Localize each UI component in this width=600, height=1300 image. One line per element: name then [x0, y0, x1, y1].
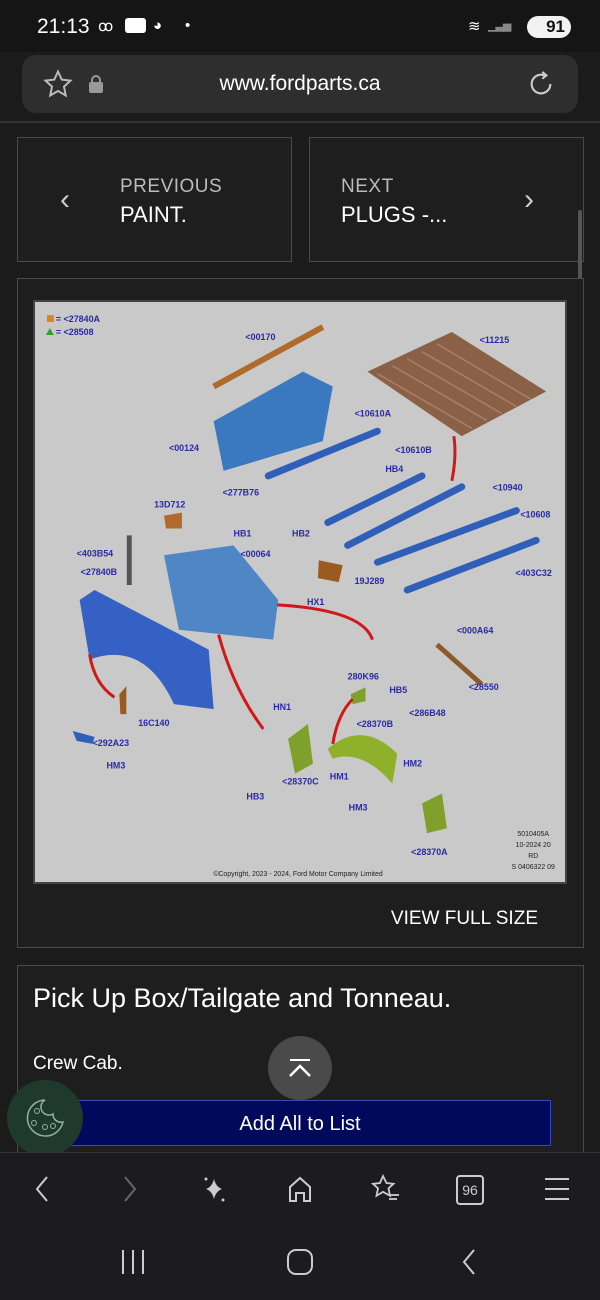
- previous-title: PAINT.: [120, 202, 187, 227]
- clock: 21:13: [37, 15, 90, 38]
- part-label[interactable]: <11215: [480, 335, 510, 345]
- view-full-size-link[interactable]: VIEW FULL SIZE: [390, 908, 538, 929]
- part-label[interactable]: <28370C: [282, 777, 319, 787]
- add-all-label: Add All to List: [239, 1113, 361, 1135]
- status-bar: 21:13 ꝏ ◕ • ≋ ▁▃▅ 91: [0, 0, 600, 52]
- part-label[interactable]: <10610A: [355, 408, 392, 418]
- scroll-to-top-button[interactable]: [268, 1036, 332, 1100]
- part-label[interactable]: HB3: [246, 791, 264, 801]
- system-navigation-bar: [0, 1224, 600, 1300]
- star-icon[interactable]: [42, 69, 74, 99]
- part-label[interactable]: 280K96: [348, 671, 379, 681]
- voicemail-icon: ꝏ: [98, 18, 114, 35]
- discord-icon: ◕: [153, 17, 163, 34]
- chevron-right-icon: ›: [524, 183, 534, 216]
- next-caption: NEXT: [341, 176, 394, 197]
- previous-caption: PREVIOUS: [120, 176, 223, 197]
- part-label[interactable]: HB4: [385, 464, 403, 474]
- part-label[interactable]: <10940: [493, 483, 523, 493]
- bookmarks-icon[interactable]: [365, 1171, 405, 1207]
- copyright-text: ©Copyright, 2023 - 2024, Ford Motor Comp…: [213, 870, 383, 878]
- part-label[interactable]: <292A23: [93, 738, 130, 748]
- ref-line: 5010405A: [517, 831, 549, 838]
- part-label[interactable]: HM1: [330, 772, 349, 782]
- ai-sparkle-icon[interactable]: [194, 1171, 234, 1207]
- part-label[interactable]: HB5: [389, 685, 407, 695]
- part-label[interactable]: 19J289: [355, 576, 385, 586]
- part-label[interactable]: <28550: [469, 682, 499, 692]
- part-label[interactable]: <00124: [169, 443, 199, 453]
- part-label[interactable]: HB2: [292, 528, 310, 538]
- dot-icon: •: [185, 17, 191, 34]
- forward-icon[interactable]: [110, 1171, 150, 1207]
- chevron-left-icon: ‹: [60, 183, 70, 216]
- menu-icon[interactable]: [537, 1171, 577, 1207]
- legend: [45, 315, 54, 335]
- part-label[interactable]: <10610B: [395, 445, 432, 455]
- reference-block: 5010405A 10-2024 20 RD S 0406322 09: [512, 831, 555, 871]
- divider: [0, 121, 600, 123]
- url-text[interactable]: www.fordparts.ca: [219, 72, 381, 95]
- address-bar[interactable]: www.fordparts.ca: [22, 55, 578, 113]
- part-label[interactable]: <000A64: [457, 626, 494, 636]
- arrow-up-icon: [289, 1059, 311, 1077]
- next-title: PLUGS -...: [341, 202, 448, 227]
- home-icon[interactable]: [280, 1171, 320, 1207]
- ref-line: RD: [528, 853, 538, 860]
- recent-apps-icon[interactable]: [113, 1242, 153, 1282]
- wifi-icon: ≋: [468, 18, 481, 35]
- part-label[interactable]: <403C32: [515, 568, 552, 578]
- cookie-settings-button[interactable]: [7, 1080, 83, 1156]
- cookie-icon: [26, 1099, 65, 1137]
- scrollbar[interactable]: [578, 210, 582, 290]
- ref-line: S 0406322 09: [512, 864, 555, 871]
- legend-triangle: = <28508: [56, 327, 94, 337]
- previous-button[interactable]: ‹ PREVIOUS PAINT.: [17, 137, 292, 262]
- signal-icon: ▁▃▅: [488, 20, 511, 32]
- section-subtitle: Crew Cab.: [33, 1053, 123, 1074]
- part-label[interactable]: <28370A: [411, 847, 448, 857]
- part-label[interactable]: <00170: [245, 332, 275, 342]
- part-label[interactable]: 13D712: [154, 500, 185, 510]
- part-label[interactable]: HN1: [273, 702, 291, 712]
- part-label[interactable]: <00064: [240, 549, 270, 559]
- part-label[interactable]: HM2: [403, 759, 422, 769]
- part-label[interactable]: 16C140: [138, 718, 169, 728]
- part-label[interactable]: <286B48: [409, 708, 446, 718]
- legend-square: = <27840A: [56, 314, 101, 324]
- next-button[interactable]: NEXT PLUGS -... ›: [309, 137, 584, 262]
- part-label[interactable]: <28370B: [357, 719, 394, 729]
- part-label[interactable]: HX1: [307, 597, 324, 607]
- parts-drawing: [72, 324, 547, 834]
- parts-diagram[interactable]: = <27840A = <28508 <00170 <11215 <10610A…: [33, 300, 567, 884]
- part-label[interactable]: HM3: [349, 802, 368, 812]
- part-label[interactable]: <277B76: [223, 488, 260, 498]
- browser-toolbar: 96: [0, 1152, 600, 1224]
- reload-icon[interactable]: [525, 68, 557, 100]
- ref-line: 10-2024 20: [516, 842, 551, 849]
- part-label[interactable]: HM3: [106, 761, 125, 771]
- home-nav-icon[interactable]: [280, 1242, 320, 1282]
- back-nav-icon[interactable]: [450, 1242, 490, 1282]
- part-label[interactable]: <27840B: [81, 567, 118, 577]
- youtube-icon: [125, 18, 146, 33]
- tabs-button[interactable]: 96: [456, 1175, 484, 1205]
- section-title: Pick Up Box/Tailgate and Tonneau.: [33, 983, 452, 1013]
- part-label[interactable]: <10608: [520, 510, 550, 520]
- lock-icon: [89, 75, 103, 93]
- back-icon[interactable]: [22, 1171, 62, 1207]
- part-label[interactable]: HB1: [234, 528, 252, 538]
- part-label[interactable]: <403B54: [77, 548, 114, 558]
- battery-indicator: 91: [527, 16, 571, 38]
- tab-count: 96: [462, 1182, 478, 1198]
- add-all-to-list-button[interactable]: Add All to List: [49, 1100, 551, 1146]
